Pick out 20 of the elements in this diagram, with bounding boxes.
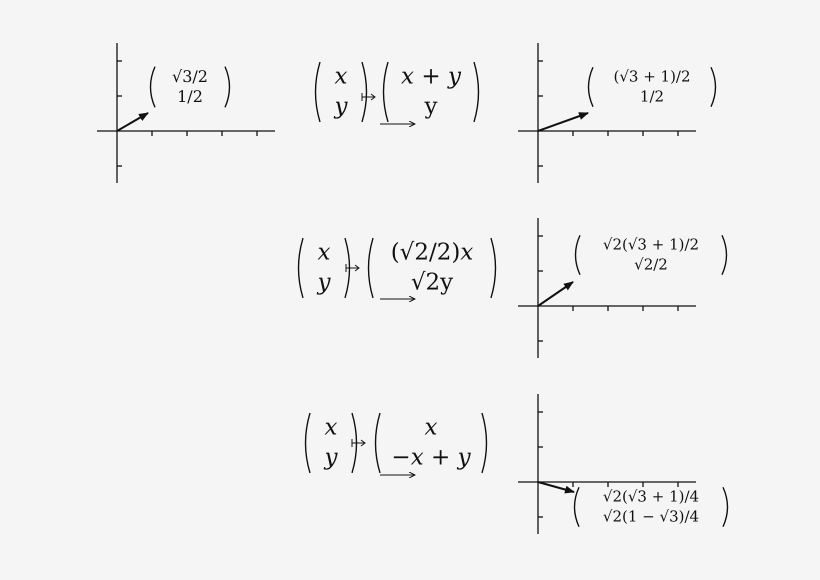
matrix-entry: x + y xyxy=(401,66,461,88)
matrix-entry: √2/2 xyxy=(634,258,668,272)
matrix-entry: x xyxy=(334,66,348,88)
matrix-entry: y xyxy=(324,446,338,470)
matrix-entry: x xyxy=(424,416,438,440)
matrix-entry: y xyxy=(334,96,348,118)
matrix-entry: 1/2 xyxy=(177,89,203,105)
matrix-entry: −x + y xyxy=(391,446,471,470)
matrix-entry: √2(√3 + 1)/4 xyxy=(602,490,700,504)
matrix-entry: √2y xyxy=(410,272,454,294)
matrix-entry: y xyxy=(424,96,438,118)
matrix-entry: y xyxy=(318,272,330,294)
matrix-entry: √3/2 xyxy=(172,69,208,85)
matrix-entry: 1/2 xyxy=(640,90,664,104)
matrix-entry: (√3 + 1)/2 xyxy=(613,70,691,84)
matrix-entry: x xyxy=(324,416,338,440)
matrix-entry: (√2/2)x xyxy=(390,242,474,264)
matrix-entry: √2(√3 + 1)/2 xyxy=(602,238,700,252)
matrix-entry: x xyxy=(318,242,330,264)
matrix-entry: √2(1 − √3)/4 xyxy=(602,510,700,524)
